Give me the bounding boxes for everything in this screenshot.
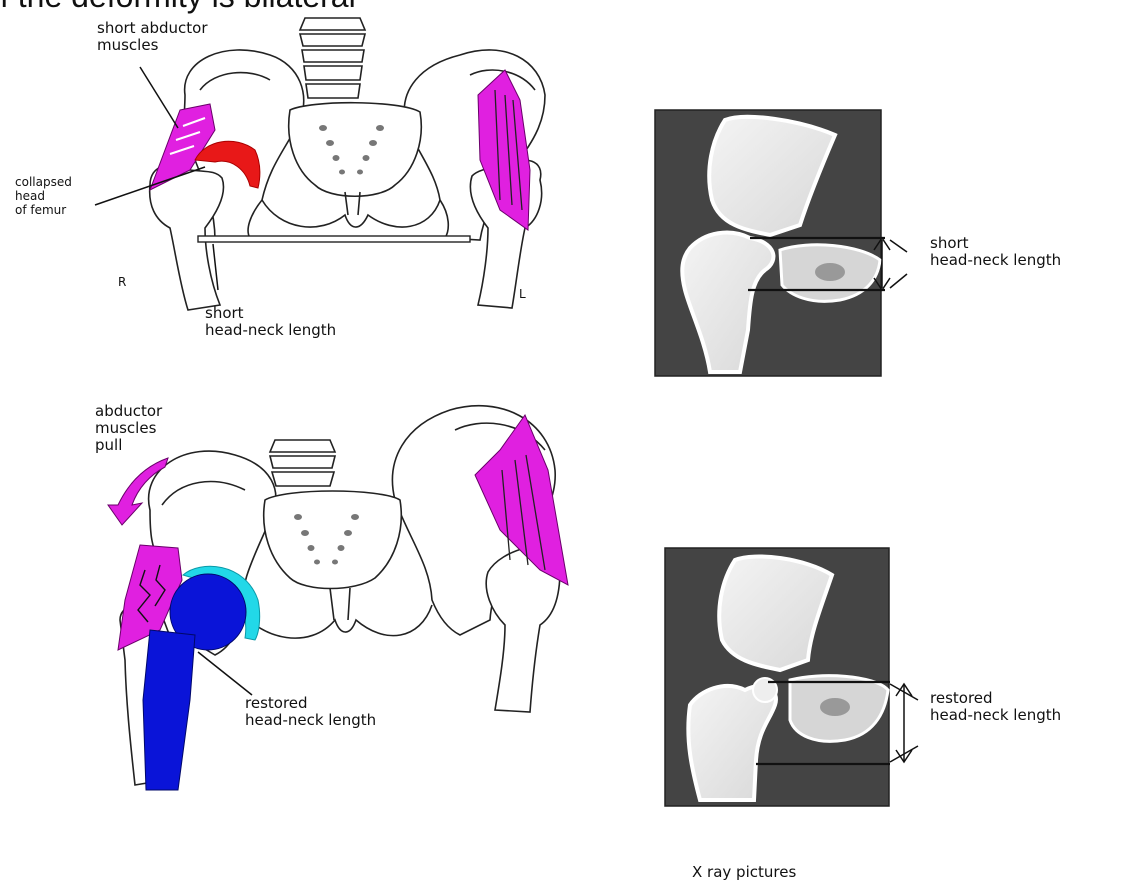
caption-xray-pictures: X ray pictures [692,864,796,881]
xray-bottom-panel [665,548,890,806]
label-abductor-muscles-pull: abductor muscles pull [95,403,162,454]
bottom-spine [270,440,335,486]
label-bottom-restored-head-neck-length: restored head-neck length [245,695,376,729]
implant-femoral-stem [143,630,195,790]
xray-top-panel [655,110,885,376]
top-pelvic-line [198,236,470,242]
top-sacrum [289,103,422,197]
top-spine [300,18,365,98]
xray-bottom-obturator [820,698,850,716]
label-top-short-head-neck-length: short head-neck length [205,305,336,339]
xray-top-obturator [815,263,845,281]
top-length-leader-line [213,244,218,290]
bottom-length-leader-line [198,652,252,695]
label-xray-short-head-neck-length: short head-neck length [930,235,1061,269]
label-short-abductor-muscles: short abductor muscles [97,20,208,54]
xray-bottom-dimension [890,684,918,762]
top-abductor-leader-line [140,67,178,128]
label-right-side: R [118,275,126,289]
bottom-sacrum [264,491,402,589]
label-collapsed-head-of-femur: collapsed head of femur [15,175,72,217]
label-xray-restored-head-neck-length: restored head-neck length [930,690,1061,724]
label-left-side: L [519,287,526,301]
